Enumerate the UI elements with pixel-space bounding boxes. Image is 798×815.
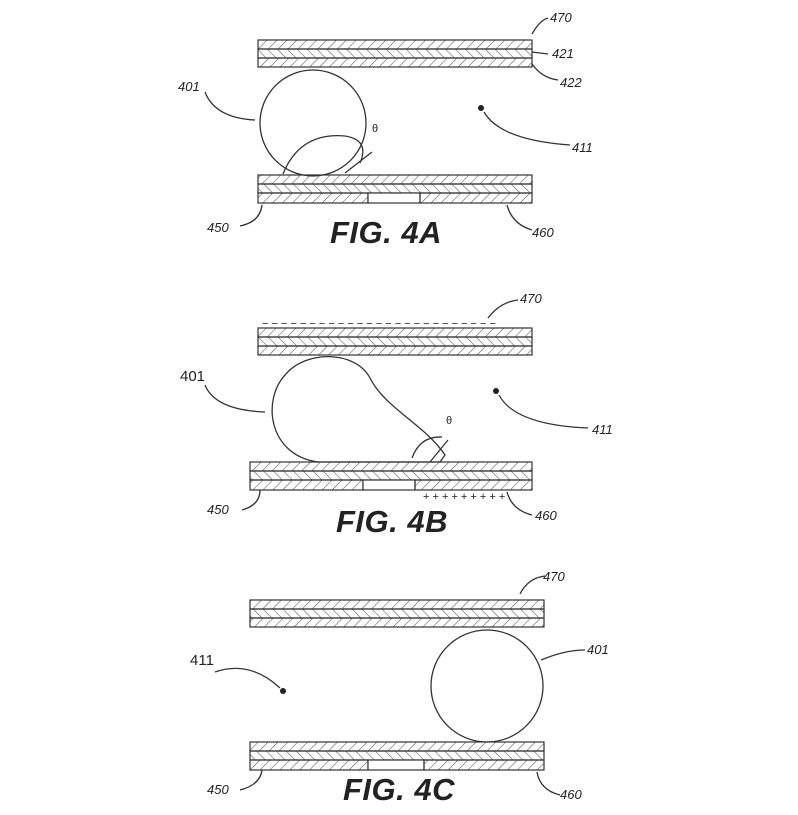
caption-4c: FIG. 4C xyxy=(343,772,455,807)
label-411-4a: 411 xyxy=(572,140,593,155)
label-401-4c: 401 xyxy=(587,642,609,657)
caption-4b: FIG. 4B xyxy=(336,504,448,539)
bottom-plate-4a xyxy=(258,175,532,203)
label-450-4b: 450 xyxy=(207,502,229,517)
charge-positive-4b: + + + + + + + + + xyxy=(423,491,505,503)
label-470-4b: 470 xyxy=(520,291,542,306)
droplet-4a xyxy=(260,70,366,176)
label-422-4a: 422 xyxy=(560,75,582,90)
figure-4b: − − − − − − − − − − − − − − − − − − − − … xyxy=(180,291,613,539)
label-460-4a: 460 xyxy=(532,225,554,240)
figure-4a: 470 421 422 401 411 450 460 θ FIG. 4A xyxy=(178,10,593,250)
bottom-plate-4c xyxy=(250,742,544,770)
medium-dot-4b xyxy=(493,388,499,394)
figure-4c: 470 401 411 450 460 FIG. 4C xyxy=(190,569,609,807)
label-460-4b: 460 xyxy=(535,508,557,523)
label-450-4c: 450 xyxy=(207,782,229,797)
bottom-plate-4b xyxy=(250,462,532,490)
label-470-4c: 470 xyxy=(543,569,565,584)
top-plate-4b xyxy=(258,328,532,355)
label-411-4b: 411 xyxy=(592,422,613,437)
label-450-4a: 450 xyxy=(207,220,229,235)
medium-dot-4a xyxy=(478,105,484,111)
theta-label-4b: θ xyxy=(446,415,452,427)
label-401-4a: 401 xyxy=(178,79,200,94)
top-plate-4a xyxy=(258,40,532,67)
label-460-4c: 460 xyxy=(560,787,582,802)
label-411-4c: 411 xyxy=(190,652,214,669)
droplet-4c xyxy=(431,630,543,742)
label-470-4a: 470 xyxy=(550,10,572,25)
medium-dot-4c xyxy=(280,688,286,694)
theta-label-4a: θ xyxy=(372,123,378,135)
top-plate-4c xyxy=(250,600,544,627)
label-401-4b: 401 xyxy=(180,368,205,385)
label-421-4a: 421 xyxy=(552,46,574,61)
caption-4a: FIG. 4A xyxy=(330,215,442,250)
